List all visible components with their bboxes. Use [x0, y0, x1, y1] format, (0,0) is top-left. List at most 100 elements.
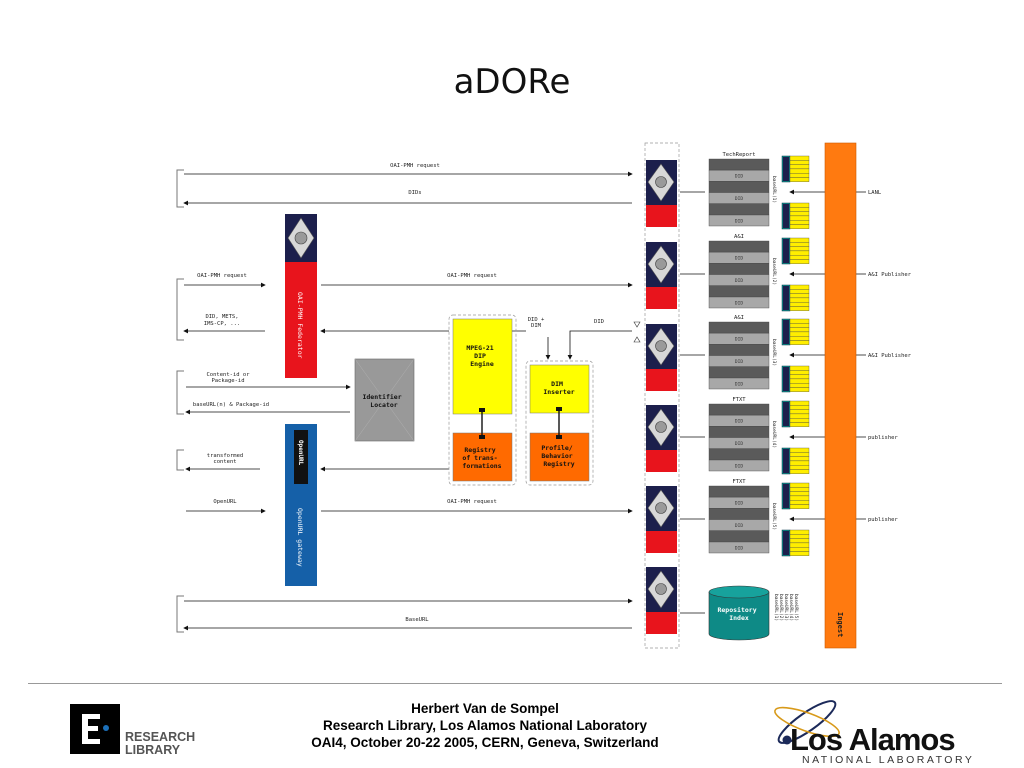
footer-divider	[28, 683, 1002, 684]
repository-label: FTXT	[732, 397, 746, 403]
did-cell: DID	[735, 337, 743, 343]
access-points	[633, 160, 677, 634]
openurl-tag: OpenURL	[297, 440, 304, 466]
label-baseurl-pkg: baseURL(n) & Package-id	[193, 402, 269, 408]
mpeg-line-2: DIP	[474, 352, 486, 360]
label-oai-left: OAI-PMH request	[197, 273, 247, 279]
repository-baseurl: baseURL(2)	[771, 258, 777, 285]
access-point-3	[646, 324, 677, 391]
storage-stack-icon	[781, 482, 810, 510]
did-cell: DID	[735, 219, 743, 225]
research-library-logo-icon	[70, 704, 120, 754]
repository-source: publisher	[868, 517, 898, 523]
repo-index-entry: baseURL(2)	[778, 594, 784, 621]
label-contentid-1: Content-id or	[206, 372, 250, 378]
label-did-mets-1: DID, METS,	[205, 314, 238, 320]
mpeg-line-1: MPEG-21	[466, 344, 493, 352]
left-brackets	[176, 169, 184, 633]
access-point-2	[646, 242, 677, 309]
did-cell: DID	[735, 382, 743, 388]
repository-label: A&I	[734, 315, 744, 321]
identifier-line-2: Locator	[370, 401, 397, 409]
repo-index-line-2: Index	[729, 614, 749, 622]
footer-credits: Herbert Van de Sompel Research Library, …	[250, 700, 720, 751]
svg-text:DIM Inserter: DIM Inserter	[543, 380, 574, 396]
dim-inserter-group: DIM Inserter Profile/ Behavior Registry	[525, 360, 594, 486]
label-did-plus-1: DID +	[528, 317, 545, 323]
dim-line-2: Inserter	[543, 388, 574, 396]
storage-stack-icon	[781, 529, 810, 557]
did-cell: DID	[735, 464, 743, 470]
label-oai-top: OAI-PMH request	[390, 163, 440, 169]
identifier-locator: Identifier Locator	[354, 358, 415, 442]
repository-baseurl: baseURL(1)	[771, 176, 777, 203]
repository-source: A&I Publisher	[868, 272, 912, 278]
label-transformed-2: content	[213, 459, 236, 465]
repo-index-entries: baseURL(1)baseURL(2)baseURL(3)baseURL(4)…	[773, 594, 799, 621]
did-cell: DID	[735, 501, 743, 507]
repository-source: publisher	[868, 435, 898, 441]
footer-line-3: OAI4, October 20-22 2005, CERN, Geneva, …	[311, 735, 659, 750]
repository-label: TechReport	[722, 152, 755, 158]
access-point-1	[646, 160, 677, 227]
storage-stack-icon	[781, 202, 810, 230]
storage-stack-icon	[781, 155, 810, 183]
storage-stack-icon	[781, 447, 810, 475]
label-dids-top: DIDs	[408, 190, 421, 196]
profile-line-3: Registry	[543, 460, 574, 468]
did-cell: DID	[735, 174, 743, 180]
repository-baseurl: baseURL(5)	[771, 503, 777, 530]
repository-3: A&I DID DID DID baseURL(3) A&I Publisher	[708, 315, 912, 393]
label-baseurl-bottom: BaseURL	[405, 617, 429, 623]
label-oai-mid: OAI-PMH request	[447, 273, 497, 279]
repo-index-entry: baseURL(3)	[783, 594, 789, 621]
access-point-4	[646, 405, 677, 472]
mpeg-line-3: Engine	[470, 360, 494, 368]
storage-stack-icon	[781, 284, 810, 312]
footer-line-2: Research Library, Los Alamos National La…	[322, 718, 648, 733]
label-openurl: OpenURL	[213, 499, 237, 505]
arrow-marker-icon	[633, 321, 641, 328]
ingest-column: Ingest	[824, 142, 857, 649]
slide-title: aDORe	[453, 62, 571, 102]
label-did-mets-2: IMS-CP, ...	[204, 321, 240, 327]
svg-text:Profile/ Behavior: Profile/ Behavior Registry	[541, 444, 576, 468]
storage-stack-icon	[781, 237, 810, 265]
repo-index-line-1: Repository	[717, 606, 756, 614]
repository-source: LANL	[868, 190, 882, 196]
label-oai-bottom: OAI-PMH request	[447, 499, 497, 505]
openurl-gateway: OpenURL OpenURL gateway	[285, 424, 317, 586]
did-cell: DID	[735, 359, 743, 365]
did-cell: DID	[735, 301, 743, 307]
repository-index: Repository Index baseURL(1)baseURL(2)bas…	[708, 585, 799, 641]
label-contentid-2: Package-id	[211, 378, 244, 384]
did-cell: DID	[735, 441, 743, 447]
svg-text:Registry of trans-: Registry of trans- formations	[462, 446, 501, 470]
did-cell: DID	[735, 256, 743, 262]
repository-label: A&I	[734, 234, 744, 240]
did-cell: DID	[735, 546, 743, 552]
svg-text:Repository Index: Repository Index	[717, 606, 760, 622]
did-cell: DID	[735, 419, 743, 425]
label-did: DID	[594, 319, 604, 325]
repository-baseurl: baseURL(3)	[771, 339, 777, 366]
research-library-text: RESEARCH LIBRARY	[125, 731, 195, 757]
registry-line-3: formations	[462, 462, 501, 470]
oai-pmh-federator: OAI-PMH Federator	[285, 214, 317, 378]
lanl-atom-icon	[774, 700, 840, 745]
identifier-line-1: Identifier	[362, 393, 401, 401]
did-cell: DID	[735, 523, 743, 529]
label-transformed-1: transformed	[207, 453, 243, 459]
storage-stack-icon	[781, 365, 810, 393]
profile-line-2: Behavior	[541, 452, 572, 460]
profile-line-1: Profile/	[541, 444, 572, 452]
repository-source: A&I Publisher	[868, 353, 912, 359]
repo-index-entry: baseURL(1)	[773, 594, 779, 621]
label-did-plus-2: DIM	[531, 323, 542, 329]
ingest-label: Ingest	[836, 612, 844, 637]
